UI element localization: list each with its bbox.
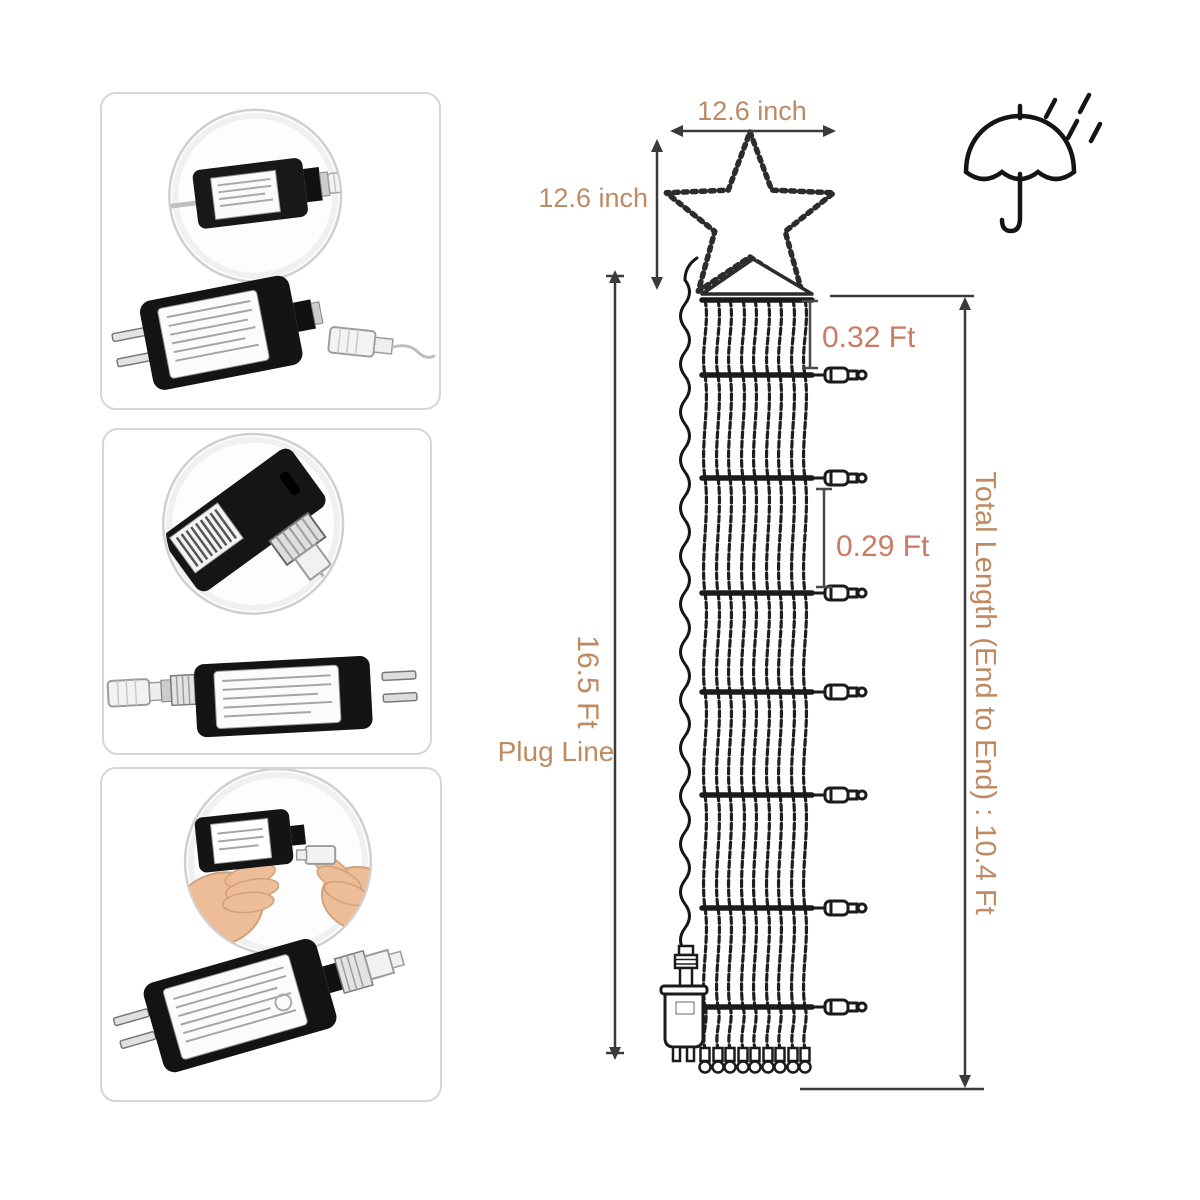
arrow-down-icon — [651, 277, 663, 290]
star-width-label: 12.6 inch — [697, 96, 807, 126]
power-plug — [659, 944, 709, 1063]
plug-line-length-label: 16.5 Ft — [571, 635, 604, 729]
total-length-dimension: Total Length (End to End) : 10.4 Ft — [800, 294, 1001, 1091]
total-length-label: Total Length (End to End) : 10.4 Ft — [969, 471, 1001, 914]
plug-line-label: Plug Line — [498, 736, 615, 767]
adapter-illustration-diagonal — [112, 938, 406, 1073]
adapter-illustration-small — [170, 158, 341, 229]
bottom-bulb-ends — [698, 1046, 812, 1074]
row-spacing-dimension: 0.29 Ft — [816, 487, 930, 589]
connector-closeup-illustration — [165, 448, 333, 592]
arrow-right-icon — [823, 125, 836, 137]
photo-panel-threaded-connector — [102, 428, 432, 755]
arrow-down-icon — [959, 1075, 971, 1088]
curtain-strands — [701, 298, 809, 1050]
umbrella-rain-icon — [963, 92, 1103, 234]
adapter-illustration-horizontal — [106, 655, 418, 738]
first-row-spacing-dimension: 0.32 Ft — [802, 299, 916, 370]
arrow-left-icon — [670, 125, 683, 137]
arrow-up-icon — [959, 297, 971, 310]
row-spacing-label: 0.29 Ft — [836, 530, 930, 563]
star-width-dimension: 12.6 inch — [670, 96, 836, 137]
plug-line-dimension: 16.5 Ft Plug Line — [498, 270, 624, 1060]
photo-panel-hands-connecting — [100, 767, 442, 1102]
rain-drops-icon — [1043, 92, 1103, 144]
plug-line-wire — [679, 256, 699, 954]
star-light-outline — [663, 129, 837, 296]
strand-row-bars — [699, 297, 815, 1010]
star-height-dimension: 12.6 inch — [538, 139, 663, 290]
star-height-label: 12.6 inch — [538, 183, 648, 213]
hands-connecting-illustration — [186, 809, 370, 948]
arrow-up-icon — [651, 139, 663, 152]
row-connectors — [810, 366, 868, 1016]
clear-socket-piece — [327, 326, 436, 359]
photo-panel-adapter-plug — [100, 92, 441, 410]
adapter-illustration-large — [111, 275, 436, 390]
first-row-spacing-label: 0.32 Ft — [822, 321, 916, 354]
